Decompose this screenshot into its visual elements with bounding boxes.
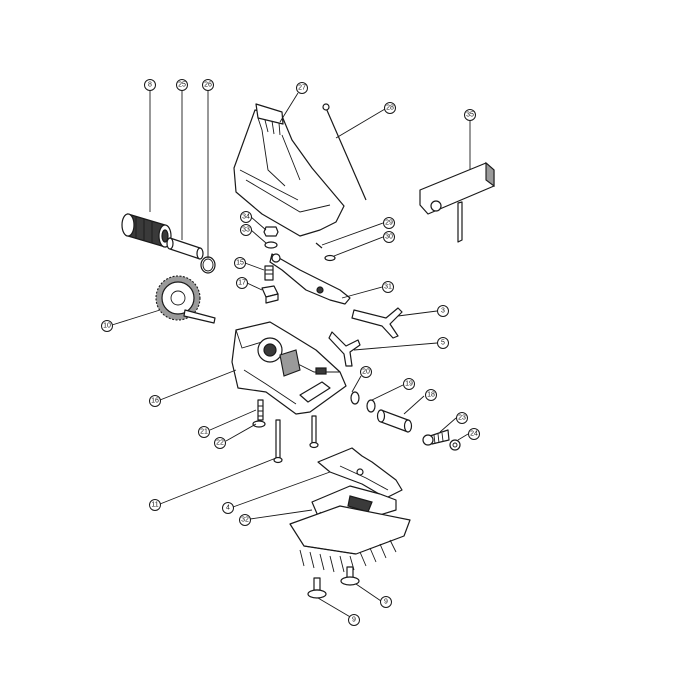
part-9-screw-left bbox=[307, 577, 327, 599]
callout-9-right: 9 bbox=[380, 596, 392, 608]
callout-31: 31 bbox=[382, 281, 394, 293]
part-18-sleeve bbox=[376, 409, 413, 433]
part-8-knurled-sleeve bbox=[121, 213, 172, 248]
part-17-square-nut bbox=[261, 285, 279, 304]
callout-4: 4 bbox=[222, 502, 234, 514]
callout-label: 4 bbox=[226, 505, 230, 512]
part-31-lever bbox=[269, 253, 351, 305]
part-5-fork bbox=[328, 331, 361, 367]
callout-32: 32 bbox=[239, 514, 251, 526]
callout-label: 33 bbox=[242, 227, 250, 234]
callout-27: 27 bbox=[296, 82, 308, 94]
part-23-adjust-screw bbox=[422, 429, 450, 446]
callout-33: 33 bbox=[240, 224, 252, 236]
callout-label: 5 bbox=[441, 340, 445, 347]
part-27-handle-housing bbox=[233, 103, 345, 237]
callout-label: 28 bbox=[386, 105, 394, 112]
callout-label: 29 bbox=[385, 220, 393, 227]
callout-label: 35 bbox=[466, 112, 474, 119]
callout-24: 24 bbox=[468, 428, 480, 440]
callout-label: 8 bbox=[148, 82, 152, 89]
callout-34: 34 bbox=[240, 211, 252, 223]
part-35-spanner bbox=[419, 161, 495, 243]
callout-9-lower: 9 bbox=[348, 614, 360, 626]
callout-label: 9 bbox=[384, 599, 388, 606]
callout-label: 22 bbox=[216, 440, 224, 447]
part-29-screw bbox=[315, 242, 323, 249]
callout-5: 5 bbox=[437, 337, 449, 349]
part-9-screw-right bbox=[340, 566, 360, 586]
part-24-nut bbox=[449, 439, 461, 451]
callout-label: 9 bbox=[352, 617, 356, 624]
part-11-bolt-second bbox=[309, 415, 319, 449]
part-30-washer bbox=[324, 254, 336, 262]
callout-25: 25 bbox=[176, 79, 188, 91]
part-34-nut bbox=[263, 226, 279, 237]
callout-28: 28 bbox=[384, 102, 396, 114]
callout-label: 27 bbox=[298, 85, 306, 92]
callout-label: 10 bbox=[103, 323, 111, 330]
part-20-o-ring bbox=[350, 391, 360, 405]
callout-label: 30 bbox=[385, 234, 393, 241]
part-22-washer bbox=[252, 420, 266, 428]
callout-label: 17 bbox=[238, 280, 246, 287]
callout-20: 20 bbox=[360, 366, 372, 378]
callout-35: 35 bbox=[464, 109, 476, 121]
callout-18: 18 bbox=[425, 389, 437, 401]
callout-label: 25 bbox=[178, 82, 186, 89]
callout-19: 19 bbox=[403, 378, 415, 390]
part-10-gear bbox=[155, 275, 216, 324]
callout-label: 20 bbox=[362, 369, 370, 376]
callout-26: 26 bbox=[202, 79, 214, 91]
callout-23: 23 bbox=[456, 412, 468, 424]
callout-label: 15 bbox=[236, 260, 244, 267]
callout-label: 26 bbox=[204, 82, 212, 89]
callout-label: 11 bbox=[151, 502, 158, 509]
callout-29: 29 bbox=[383, 217, 395, 229]
part-25-bushing bbox=[166, 237, 204, 260]
part-4-spring-plate bbox=[317, 447, 403, 499]
callout-label: 23 bbox=[458, 415, 466, 422]
part-16-head-body bbox=[231, 321, 347, 415]
callout-22: 22 bbox=[214, 437, 226, 449]
callout-17: 17 bbox=[236, 277, 248, 289]
callout-8: 8 bbox=[144, 79, 156, 91]
part-33-washer bbox=[264, 241, 278, 249]
part-3-fork bbox=[351, 307, 403, 339]
callout-label: 16 bbox=[151, 398, 159, 405]
callout-label: 32 bbox=[241, 517, 249, 524]
callout-label: 19 bbox=[405, 381, 413, 388]
part-comb-blade bbox=[289, 505, 411, 573]
part-21-screw bbox=[257, 399, 264, 421]
callout-30: 30 bbox=[383, 231, 395, 243]
callout-label: 3 bbox=[441, 308, 445, 315]
part-19-o-ring bbox=[366, 399, 376, 413]
callout-label: 21 bbox=[200, 429, 208, 436]
part-11-bolt bbox=[273, 419, 283, 464]
callout-16: 16 bbox=[149, 395, 161, 407]
part-15-set-screw bbox=[264, 265, 274, 281]
callout-15: 15 bbox=[234, 257, 246, 269]
callout-label: 18 bbox=[427, 392, 435, 399]
part-26-ring bbox=[200, 256, 216, 274]
callout-11: 11 bbox=[149, 499, 161, 511]
callout-10: 10 bbox=[101, 320, 113, 332]
part-28-pin bbox=[322, 103, 367, 201]
leader-lines bbox=[111, 90, 471, 619]
callout-label: 34 bbox=[242, 214, 250, 221]
callout-label: 31 bbox=[384, 284, 392, 291]
callout-3: 3 bbox=[437, 305, 449, 317]
callout-label: 24 bbox=[470, 431, 478, 438]
callout-21: 21 bbox=[198, 426, 210, 438]
